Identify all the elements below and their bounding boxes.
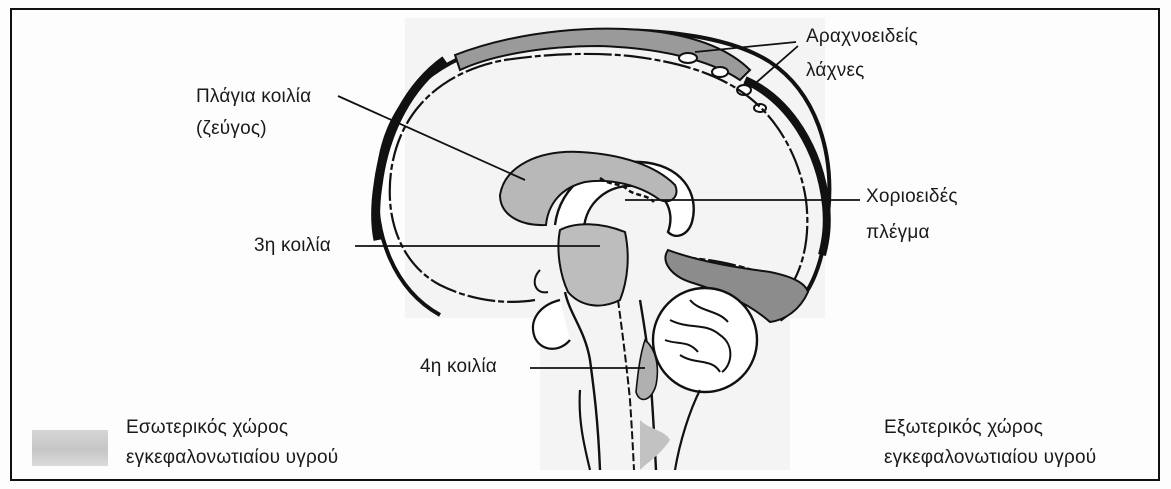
label-choroid-plexus-line1: Χοριοειδές	[866, 182, 958, 212]
label-lateral-ventricle-line2: (ζεύγος)	[196, 114, 267, 144]
label-lateral-ventricle-line1: Πλάγια κοιλία	[196, 82, 311, 112]
legend-external-line2: εγκεφαλονωτιαίου υγρού	[884, 443, 1096, 473]
label-choroid-plexus-line2: πλέγμα	[866, 218, 930, 248]
label-fourth-ventricle: 4η κοιλία	[420, 352, 497, 382]
label-arachnoid-villi-line2: λάχνες	[806, 56, 865, 86]
legend-internal-line1: Εσωτερικός χώρος	[126, 413, 288, 443]
legend-internal-line2: εγκεφαλονωτιαίου υγρού	[126, 443, 338, 473]
label-arachnoid-villi-line1: Αραχνοειδείς	[806, 22, 918, 52]
legend-external-line1: Εξωτερικός χώρος	[884, 413, 1043, 443]
cerebellum	[653, 288, 757, 392]
label-third-ventricle: 3η κοιλία	[254, 231, 331, 261]
third-ventricle	[558, 224, 627, 305]
legend-swatch-internal-csf	[32, 430, 108, 466]
